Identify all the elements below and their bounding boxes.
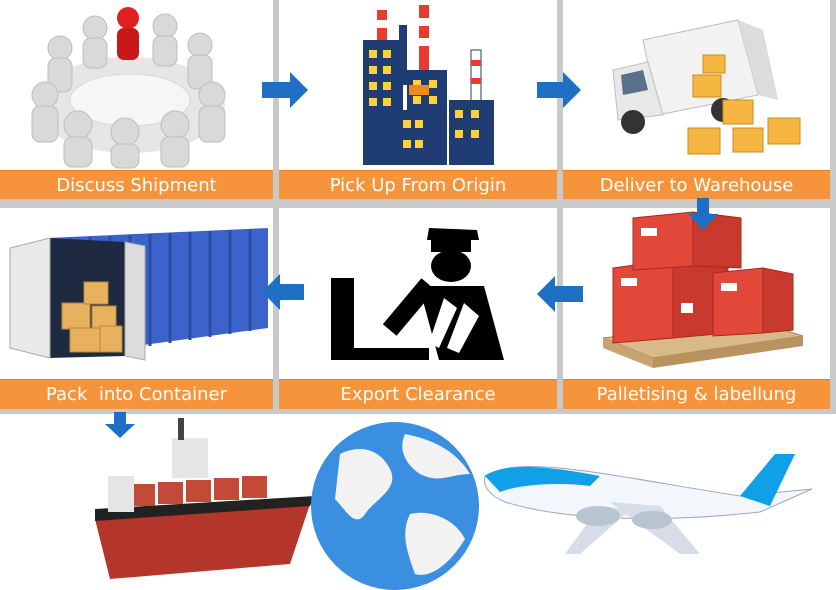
step-label: Pack into Container [0,379,273,409]
cargo-ship-icon [95,418,315,579]
step-label: Export Clearance [279,379,557,409]
meeting-people-icon [31,7,226,169]
step-label: Discuss Shipment [0,170,273,199]
divider [830,0,836,412]
step-label: Deliver to Warehouse [563,170,830,199]
step-palletising-labelling: Palletising & labellung [563,208,830,409]
delivery-truck-icon [612,19,801,155]
shipping-container-icon [9,228,268,361]
step-deliver-to-warehouse: Deliver to Warehouse [563,0,830,199]
arrow-right-icon [262,72,308,108]
step-label: Pick Up From Origin [279,170,557,199]
step-discuss-shipment: Discuss Shipment [0,0,273,199]
factory-icon [363,5,494,165]
step-pack-into-container: Pack into Container [0,208,273,409]
airplane-icon [483,454,813,554]
step-pick-up-from-origin: Pick Up From Origin [279,0,557,199]
divider [0,409,836,414]
pallet-boxes-icon [602,211,804,368]
arrow-down-icon [105,412,135,438]
transport-row [95,418,813,590]
arrow-right-icon [537,72,581,108]
step-export-clearance: Export Clearance [279,208,557,409]
customs-officer-icon [331,228,504,360]
globe-icon [311,422,479,590]
arrow-down-icon [688,198,718,230]
divider [0,199,836,208]
step-label: Palletising & labellung [563,379,830,409]
arrow-left-icon [262,274,304,310]
arrow-left-icon [537,276,583,312]
